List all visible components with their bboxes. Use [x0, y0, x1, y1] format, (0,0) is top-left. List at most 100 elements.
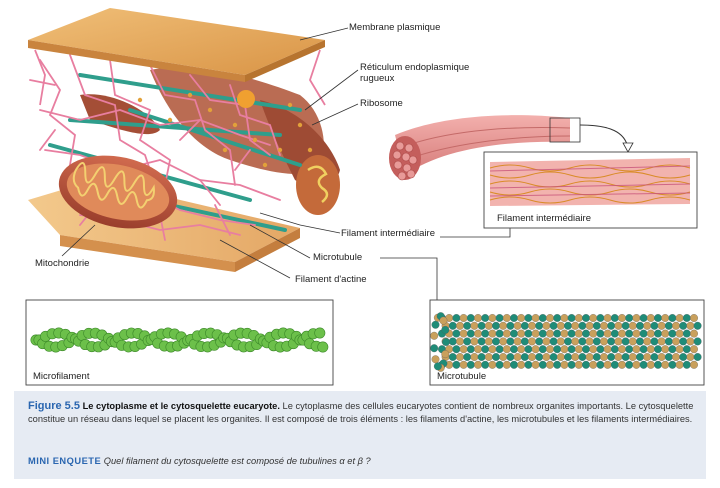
caption-text: Figure 5.5 Le cytoplasme et le cytosquel…: [28, 400, 696, 426]
tubulin-bead: [639, 329, 648, 338]
tubulin-bead: [538, 360, 547, 369]
tubulin-bead: [499, 321, 508, 330]
tubulin-bead: [535, 337, 544, 346]
tubulin-bead: [510, 329, 518, 338]
tubulin-bead: [582, 314, 590, 322]
tubulin-bead: [600, 353, 608, 361]
tubulin-end-bead: [431, 320, 440, 329]
tubulin-bead: [567, 360, 576, 369]
tubulin-bead: [452, 345, 461, 354]
tubulin-bead: [657, 321, 666, 330]
tubulin-end-bead: [430, 344, 439, 353]
tubulin-bead: [668, 329, 677, 338]
tubulin-bead: [528, 353, 536, 361]
tubulin-end-bead: [430, 331, 439, 340]
tubulin-bead: [582, 329, 590, 338]
tubulin-bead: [520, 321, 529, 330]
tubulin-bead: [596, 360, 605, 369]
tubulin-bead: [502, 314, 511, 322]
tubulin-bead: [488, 360, 497, 369]
tubulin-bead: [481, 329, 490, 338]
tubulin-bead: [639, 360, 648, 369]
tubulin-bead: [546, 329, 554, 338]
tubulin-bead: [553, 345, 562, 354]
tubulin-bead: [571, 321, 580, 330]
tubulin-bead: [596, 329, 605, 338]
tubulin-bead: [592, 337, 601, 346]
tubulin-bead: [549, 353, 558, 361]
label-ribosome: Ribosome: [360, 98, 403, 109]
tubulin-bead: [679, 321, 688, 330]
tubulin-bead: [492, 321, 500, 330]
tubulin-bead: [553, 314, 562, 322]
label-reticulum: Réticulum endoplasmique rugueux: [360, 62, 469, 84]
tubulin-bead: [474, 345, 482, 354]
tubulin-bead: [661, 360, 670, 369]
tubulin-bead: [456, 321, 464, 330]
tubulin-bead: [553, 360, 562, 369]
tubulin-bead: [506, 337, 515, 346]
tubulin-bead: [495, 329, 504, 338]
tubulin-bead: [664, 353, 673, 361]
tubulin-bead: [607, 321, 616, 330]
tubulin-bead: [618, 314, 626, 322]
tubulin-bead: [592, 321, 601, 330]
tubulin-bead: [571, 337, 580, 346]
label-mitochondrie: Mitochondrie: [35, 258, 90, 269]
membrane-edge-front: [28, 40, 245, 82]
tubulin-bead: [488, 345, 497, 354]
tubulin-bead: [560, 329, 569, 338]
tubulin-bead: [564, 353, 572, 361]
tubulin-bead: [646, 314, 655, 322]
tubulin-bead: [574, 314, 583, 322]
tubulin-bead: [628, 321, 637, 330]
intermediate-filament-cable: [389, 115, 634, 181]
label-filament-actine: Filament d'actine: [295, 274, 367, 285]
actin-network: [29, 54, 281, 241]
tubulin-bead: [517, 345, 526, 354]
actin-bead: [317, 341, 329, 353]
tubulin-bead: [567, 314, 576, 322]
floor-edge: [60, 235, 235, 272]
tubulin-bead: [682, 345, 691, 354]
tubulin-bead: [621, 321, 630, 330]
tubulin-bead: [495, 360, 504, 369]
tubulin-bead: [614, 321, 623, 330]
tubulin-bead: [502, 360, 511, 369]
tubulin-bead: [618, 360, 626, 369]
tubulin-bead: [546, 314, 554, 322]
tubulin-bead: [679, 353, 688, 361]
tubulin-bead: [488, 314, 497, 322]
tubulin-bead: [646, 360, 655, 369]
tubulin-bead: [636, 321, 644, 330]
tubulin-bead: [625, 360, 634, 369]
tubulin-bead: [618, 345, 626, 354]
tubulin-bead: [520, 353, 529, 361]
tubulin-bead: [448, 353, 457, 361]
tubulin-end-bead: [431, 355, 440, 364]
tubulin-bead: [463, 353, 472, 361]
tubulin-bead: [517, 329, 526, 338]
tubulin-end-bead: [439, 316, 448, 325]
label-inset-filament: Filament intermédiaire: [497, 213, 591, 224]
tubulin-bead: [632, 314, 641, 322]
tubulin-bead: [621, 353, 630, 361]
tubulin-bead: [477, 321, 486, 330]
tubulin-bead: [625, 314, 634, 322]
tubulin-bead: [582, 345, 590, 354]
tubulin-bead: [510, 314, 518, 322]
tubulin-bead: [546, 360, 554, 369]
tubulin-bead: [585, 321, 594, 330]
tubulin-bead: [686, 321, 695, 330]
tubulin-bead: [657, 337, 666, 346]
tubulin-bead: [610, 345, 619, 354]
tubulin-bead: [690, 329, 698, 338]
tubulin-bead: [499, 337, 508, 346]
tubulin-bead: [499, 353, 508, 361]
tubulin-bead: [672, 321, 680, 330]
tubulin-bead: [693, 321, 702, 330]
tubulin-bead: [632, 360, 641, 369]
tubulin-bead: [531, 345, 540, 354]
label-microfilament: Microfilament: [33, 371, 90, 382]
tubulin-bead: [535, 353, 544, 361]
